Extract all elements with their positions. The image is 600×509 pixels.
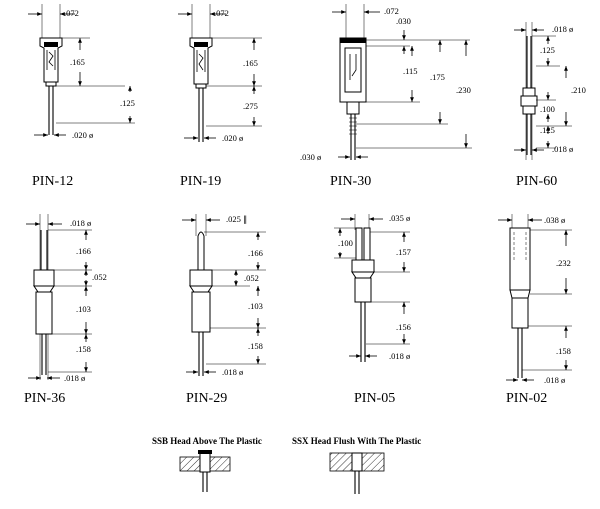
pin-36-bottom-diameter: .018 ø [64, 373, 85, 383]
pin-60-label: PIN-60 [516, 174, 557, 189]
pin-30-total-length: .230 [456, 85, 471, 95]
pin-12-wire-length: .125 [120, 98, 135, 108]
pin-60-bottom-diameter: .018 ø [552, 144, 573, 154]
pin-60-collar-offset: .100 [540, 104, 555, 114]
pin-12-bottom-diameter: .020 ø [72, 130, 93, 140]
pin-05-lead-length: .100 [338, 238, 353, 248]
pin-19-bottom-diameter: .020 ø [222, 133, 243, 143]
pin-29-body-length: .103 [248, 301, 263, 311]
pin-05-head-length: .157 [396, 247, 411, 257]
pin-12-label: PIN-12 [32, 174, 73, 189]
ssx-caption: SSX Head Flush With The Plastic [292, 436, 421, 446]
pin-36-lower-length: .158 [76, 344, 91, 354]
pin-12-head-length: .165 [70, 57, 85, 67]
pin-02-top-diameter: .038 ø [544, 215, 565, 225]
pin-19-drawing: .072 .165 .275 .020 ø PIN-19 [178, 4, 262, 189]
pin-02-drawing: .038 ø .232 .158 .018 ø PIN-02 [498, 214, 572, 406]
ssx-head-diagram: SSX Head Flush With The Plastic [292, 436, 421, 494]
ssb-caption: SSB Head Above The Plastic [152, 436, 262, 446]
pin-30-mid-length: .175 [430, 72, 445, 82]
pin-02-wire-length: .158 [556, 346, 571, 356]
pin-05-drawing: .035 ø .100 .157 .156 .018 ø PIN-05 [334, 213, 411, 406]
pin-60-top-diameter: .018 ø [552, 24, 573, 34]
pin-05-label: PIN-05 [354, 391, 395, 406]
pin-36-label: PIN-36 [24, 391, 65, 406]
pin-02-label: PIN-02 [506, 391, 547, 406]
pin-12-drawing: .072 .165 .125 .020 ø PIN-12 [28, 4, 135, 189]
pin-05-wire-length: .156 [396, 322, 411, 332]
pin-05-top-diameter: .035 ø [389, 213, 410, 223]
pin-36-body-length: .103 [76, 304, 91, 314]
pin-30-collar-height: .030 [396, 16, 411, 26]
ssb-head-diagram: SSB Head Above The Plastic [152, 436, 262, 492]
pin-29-drawing: .025 ∥ .166 .052 .103 .158 .018 ø PIN-29 [182, 214, 266, 406]
pin-60-drawing: .018 ø .125 .210 .100 .125 .018 ø PIN-60 [514, 22, 586, 189]
pin-36-upper-length: .166 [76, 246, 91, 256]
pin-29-lower-length: .158 [248, 341, 263, 351]
pin-19-wire-length: .275 [243, 101, 258, 111]
pin-29-top-diameter: .025 ∥ [226, 214, 247, 224]
pin-36-collar-length: .052 [92, 272, 107, 282]
pin-36-drawing: .018 ø .166 .052 .103 .158 .018 ø PIN-36 [24, 214, 107, 406]
pin-29-collar-length: .052 [244, 273, 259, 283]
pin-29-label: PIN-29 [186, 391, 227, 406]
pin-19-label: PIN-19 [180, 174, 221, 189]
pin-30-body-length: .115 [403, 66, 418, 76]
pin-02-head-length: .232 [556, 258, 571, 268]
pin-05-bottom-diameter: .018 ø [389, 351, 410, 361]
pin-30-label: PIN-30 [330, 174, 371, 189]
pin-60-total-length: .210 [571, 85, 586, 95]
pin-19-top-diameter: .072 [214, 8, 229, 18]
pin-60-upper-length: .125 [540, 45, 555, 55]
pin-19-head-length: .165 [243, 58, 258, 68]
pin-60-lower-length: .125 [540, 125, 555, 135]
pin-29-bottom-diameter: .018 ø [222, 367, 243, 377]
pin-12-top-diameter: .072 [64, 8, 79, 18]
pin-30-top-diameter: .072 [384, 6, 399, 16]
pin-30-drawing: .072 .030 .115 .175 .230 .030 ø PIN-30 [300, 4, 472, 189]
pin-30-bottom-diameter: .030 ø [300, 152, 321, 162]
pin-29-upper-length: .166 [248, 248, 263, 258]
pin-36-top-diameter: .018 ø [70, 218, 91, 228]
pin-02-bottom-diameter: .018 ø [544, 375, 565, 385]
